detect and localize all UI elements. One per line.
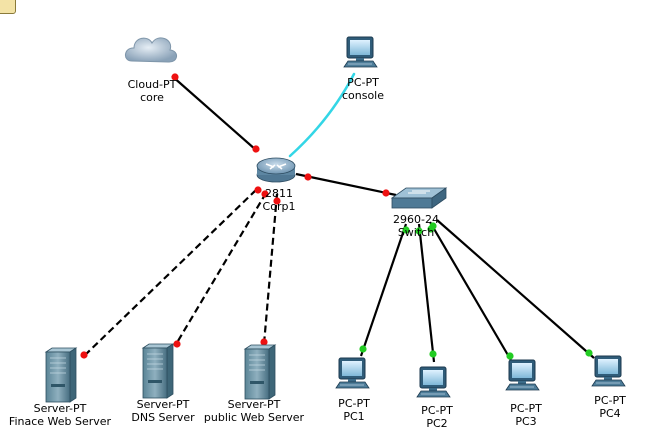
device-model: PC-PT [421, 404, 453, 417]
link-cable[interactable] [174, 192, 267, 347]
pc-icon[interactable] [505, 359, 540, 391]
link-cable[interactable] [436, 219, 595, 359]
link-cloud-router[interactable] [171, 73, 260, 153]
port-status-up [415, 227, 423, 235]
device-name: core [140, 91, 164, 104]
pc-icon[interactable] [591, 355, 626, 387]
router-icon[interactable] [256, 157, 296, 183]
device-name: Finace Web Server [8, 415, 112, 428]
device-name: console [341, 89, 385, 102]
link-cable[interactable] [359, 223, 408, 357]
device-model: PC-PT [338, 397, 370, 410]
port-status-up [585, 349, 593, 357]
link-router-srv1[interactable] [80, 186, 262, 359]
device-name: public Web Server [203, 411, 305, 424]
cloud-icon[interactable] [125, 37, 177, 63]
port-status-down [260, 338, 268, 346]
link-console-router[interactable] [288, 72, 356, 158]
server-icon[interactable] [44, 347, 78, 403]
link-router-srv3[interactable] [260, 193, 281, 346]
port-status-up [429, 350, 437, 358]
device-name: PC1 [343, 410, 365, 423]
server-icon[interactable] [141, 343, 175, 399]
link-router-srv2[interactable] [173, 190, 269, 348]
device-name: Corp1 [262, 200, 296, 213]
device-name: PC4 [599, 407, 621, 420]
port-status-up [506, 352, 514, 360]
port-status-up [359, 345, 367, 353]
device-name: DNS Server [131, 411, 195, 424]
pc-icon[interactable] [343, 36, 378, 68]
link-cable[interactable] [295, 172, 397, 197]
port-status-down [382, 189, 390, 197]
device-model: PC-PT [347, 76, 379, 89]
device-name: PC3 [515, 415, 537, 428]
switch-icon[interactable] [390, 187, 448, 209]
port-status-up [429, 222, 437, 230]
port-status-down [173, 340, 181, 348]
link-switch-pc1[interactable] [359, 223, 410, 357]
corner-icon [0, 0, 16, 14]
device-model: Cloud-PT [127, 78, 177, 91]
device-model: Server-PT [227, 398, 281, 411]
port-status-down [254, 186, 262, 194]
device-model: Server-PT [136, 398, 190, 411]
port-status-down [252, 145, 260, 153]
device-name: PC2 [426, 417, 448, 430]
device-name: Switch [397, 226, 435, 239]
link-cable[interactable] [262, 193, 279, 345]
link-switch-pc3[interactable] [427, 221, 514, 363]
device-model: 2960-24 [393, 213, 439, 226]
links-layer [80, 72, 595, 363]
pc-icon[interactable] [416, 366, 451, 398]
port-status-up [402, 226, 410, 234]
port-status-down [273, 197, 281, 205]
link-switch-pc4[interactable] [429, 219, 595, 359]
device-model: PC-PT [510, 402, 542, 415]
pc-icon[interactable] [335, 357, 370, 389]
link-cable[interactable] [417, 223, 436, 363]
device-model: Server-PT [33, 402, 87, 415]
console-cable[interactable] [288, 72, 356, 158]
link-switch-pc2[interactable] [415, 223, 437, 363]
link-cable[interactable] [83, 189, 257, 357]
link-cable[interactable] [429, 221, 513, 363]
devices-layer [44, 36, 626, 403]
device-model: 2811 [264, 187, 293, 200]
port-status-down [304, 173, 312, 181]
device-model: PC-PT [594, 394, 626, 407]
link-router-switch[interactable] [295, 172, 397, 197]
port-status-down [171, 73, 179, 81]
port-status-down [261, 190, 269, 198]
port-status-down [80, 351, 88, 359]
link-cable[interactable] [171, 75, 257, 151]
server-icon[interactable] [243, 344, 277, 400]
